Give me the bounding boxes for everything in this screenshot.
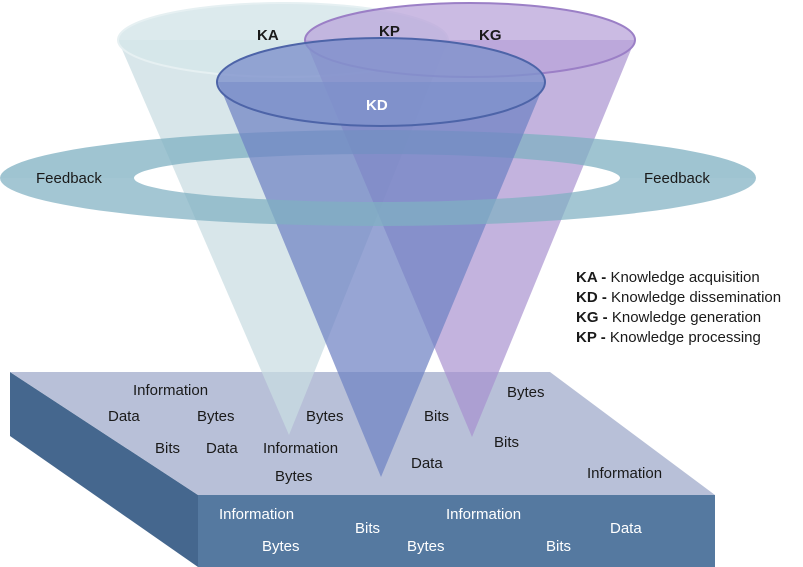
platform-word: Bits bbox=[355, 520, 380, 537]
platform-word: Information bbox=[446, 506, 521, 523]
platform-word: Data bbox=[206, 440, 238, 457]
platform-word: Bytes bbox=[197, 408, 235, 425]
legend-item: KA - Knowledge acquisition bbox=[576, 269, 760, 286]
platform-front-words: Information Bytes Bits Information Bytes… bbox=[219, 506, 642, 555]
feedback-label-left: Feedback bbox=[36, 170, 102, 187]
platform-word: Data bbox=[108, 408, 140, 425]
legend-item: KG - Knowledge generation bbox=[576, 309, 761, 326]
platform-top-words: Information Data Bytes Bytes Bits Bytes … bbox=[108, 382, 662, 485]
platform-word: Information bbox=[263, 440, 338, 457]
kd-cone-body bbox=[218, 82, 545, 477]
ka-cone-label: KA bbox=[257, 27, 279, 44]
feedback-label-right: Feedback bbox=[644, 170, 710, 187]
platform-word: Bytes bbox=[507, 384, 545, 401]
platform-word: Data bbox=[411, 455, 443, 472]
feedback-ring-front bbox=[0, 178, 756, 226]
platform-word: Information bbox=[219, 506, 294, 523]
platform-word: Bytes bbox=[306, 408, 344, 425]
kd-cone-rim bbox=[216, 37, 546, 127]
kd-cone-label: KD bbox=[366, 97, 388, 114]
platform-word: Data bbox=[610, 520, 642, 537]
kp-cone-label: KP bbox=[379, 23, 400, 40]
kg-cone-label: KG bbox=[479, 27, 502, 44]
feedback-ring-back bbox=[0, 130, 756, 178]
platform-top-face bbox=[10, 372, 715, 495]
platform-word: Bits bbox=[546, 538, 571, 555]
legend-item: KD - Knowledge dissemination bbox=[576, 289, 781, 306]
platform-word: Bits bbox=[494, 434, 519, 451]
legend: KA - Knowledge acquisition KD - Knowledg… bbox=[576, 269, 781, 346]
platform-word: Bytes bbox=[275, 468, 313, 485]
platform-word: Bits bbox=[424, 408, 449, 425]
platform-word: Bytes bbox=[407, 538, 445, 555]
platform-left-side bbox=[10, 372, 198, 567]
platform-word: Bytes bbox=[262, 538, 300, 555]
legend-item: KP - Knowledge processing bbox=[576, 329, 761, 346]
platform-front-face bbox=[198, 495, 715, 567]
platform-word: Bits bbox=[155, 440, 180, 457]
platform-word: Information bbox=[133, 382, 208, 399]
platform-word: Information bbox=[587, 465, 662, 482]
